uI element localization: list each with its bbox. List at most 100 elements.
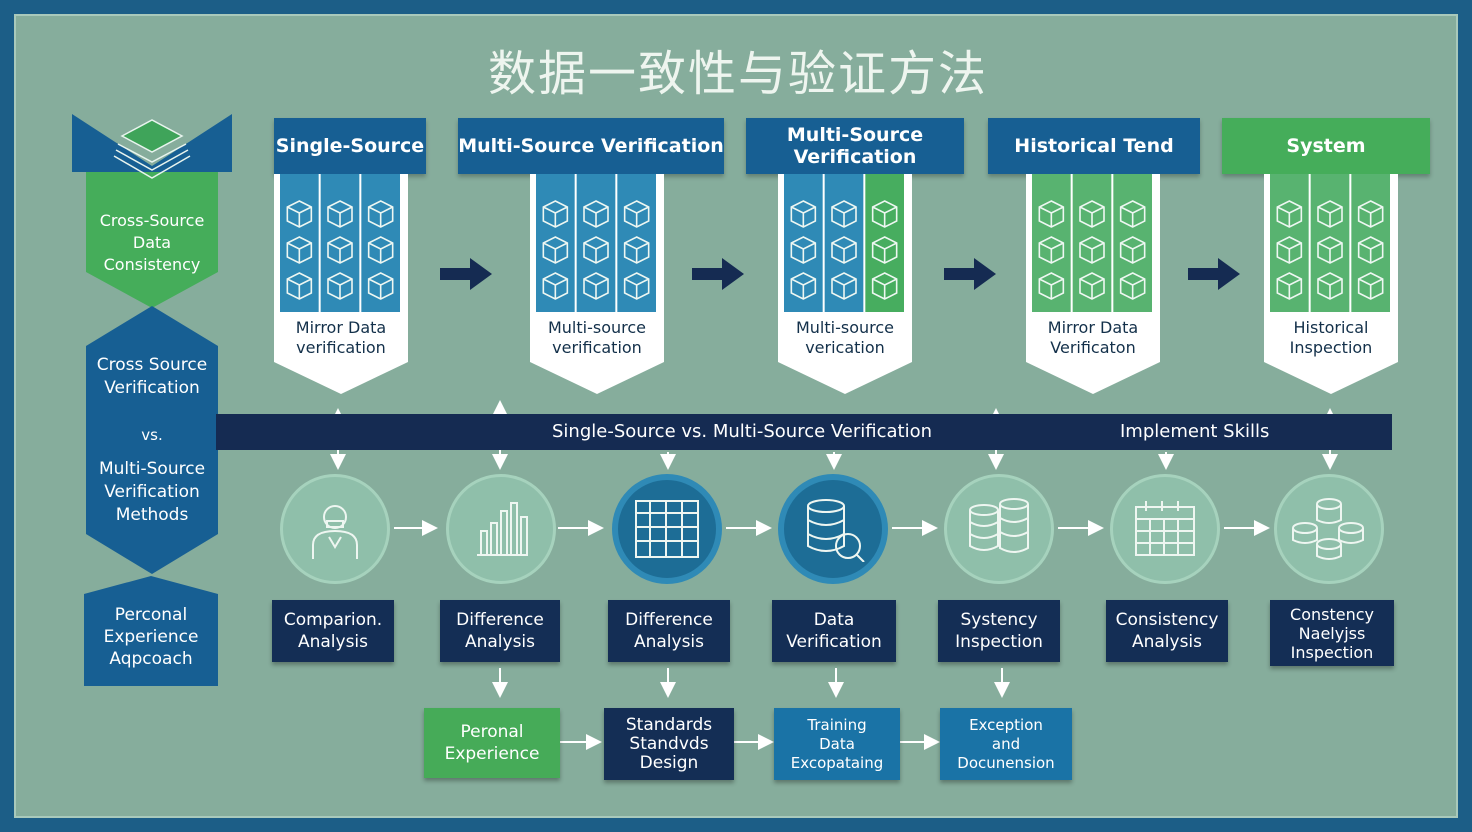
card-label: Historical Inspection (1289, 318, 1373, 357)
left-hexagon: Cross Source Verification vs. Multi-Sour… (86, 306, 218, 574)
card-mirror-data-verification: Mirror Data verification (274, 174, 408, 394)
card-multi-source-verification: Multi-source verification (530, 174, 664, 394)
card-historical-inspection: Historical Inspection (1264, 174, 1398, 394)
data-cube-icon (327, 236, 353, 264)
process-label-4: Data Verification (772, 600, 896, 662)
data-cube-icon (1119, 200, 1146, 228)
card-label: Multi-source verication (795, 318, 894, 357)
data-cube-icon (542, 236, 569, 264)
bottom-box-training-data: Training Data Excopataing (774, 708, 900, 780)
data-cube-icon (1119, 236, 1146, 264)
bottom-box-exception-documentation: Exception and Docunension (940, 708, 1072, 780)
data-cube-icon (1317, 272, 1343, 300)
data-cube-icon (1119, 272, 1146, 300)
data-cube-icon (623, 236, 650, 264)
process-label-6: Consistency Analysis (1106, 600, 1228, 662)
bar-right-text: Implement Skills (1120, 421, 1270, 442)
header-multi-source-1: Multi-Source Verification (458, 118, 724, 174)
process-label-5: Systency Inspection (938, 600, 1060, 662)
card-shape (274, 174, 408, 394)
calendar-icon (1135, 501, 1195, 556)
connector-layer (330, 258, 1338, 750)
diagram-canvas: 数据一致性与验证方法 (14, 14, 1458, 818)
bar-chart-icon (477, 502, 528, 556)
card-shape (1264, 174, 1398, 394)
header-multi-source-2: Multi-Source Verification (746, 118, 964, 174)
header-system: System (1222, 118, 1430, 174)
data-cube-icon (286, 200, 313, 228)
data-cube-icon (583, 200, 609, 228)
data-cube-icon (542, 272, 569, 300)
process-circle-3 (612, 474, 722, 584)
data-cube-icon (367, 200, 394, 228)
process-label-2: Difference Analysis (440, 600, 560, 662)
card-shape (530, 174, 664, 394)
left-hexagon-line2: Multi-Source Verification Methods (98, 459, 206, 525)
header-historical-tend: Historical Tend (988, 118, 1200, 174)
data-cube-icon (790, 236, 817, 264)
bottom-box-standards-design: Standards Standvds Design (604, 708, 734, 780)
left-badge-bottom-label: Perconal Experience Aqpcoach (103, 605, 199, 669)
person-icon (312, 505, 358, 559)
flow-arrow-icon (1188, 258, 1240, 290)
data-cube-icon (1079, 200, 1105, 228)
data-cube-icon (327, 272, 353, 300)
card-label: Mirror Data verification (295, 318, 387, 357)
left-hexagon-line1: Cross Source Verification (96, 355, 208, 398)
data-cube-icon (1038, 200, 1065, 228)
process-circle-5 (944, 474, 1054, 584)
data-cube-icon (1079, 236, 1105, 264)
data-cube-icon (1038, 272, 1065, 300)
card-mirror-data-verificaton: Mirror Data Verificaton (1026, 174, 1160, 394)
data-cube-icon (1317, 200, 1343, 228)
data-cube-icon (367, 272, 394, 300)
table-grid-icon (635, 500, 699, 558)
data-cube-icon (790, 200, 817, 228)
data-cube-icon (790, 272, 817, 300)
card-multi-source-verication: Multi-source verication (778, 174, 912, 394)
left-badge-bottom: Perconal Experience Aqpcoach (84, 576, 218, 686)
comparison-bar: Single-Source vs. Multi-Source Verificat… (216, 414, 1392, 450)
database-stack-icon (969, 498, 1029, 553)
page-title: 数据一致性与验证方法 (487, 46, 988, 102)
data-cube-icon (623, 200, 650, 228)
process-label-3: Difference Analysis (608, 600, 730, 662)
data-cube-icon (583, 236, 609, 264)
process-circle-1 (280, 474, 390, 584)
data-cube-icon (367, 236, 394, 264)
data-cube-icon (583, 272, 609, 300)
left-badge-top-label: Cross-Source Data Consistency (99, 211, 205, 274)
data-cube-icon (286, 236, 313, 264)
card-shape (1026, 174, 1160, 394)
data-cube-icon (1357, 272, 1384, 300)
data-cube-icon (1357, 200, 1384, 228)
process-label-7: Constency Naelyjss Inspection (1270, 600, 1394, 666)
layers-icon (113, 119, 191, 179)
card-label: Multi-source verification (547, 318, 646, 357)
data-cube-icon (1079, 272, 1105, 300)
process-label-1: Comparion. Analysis (272, 600, 394, 662)
process-circle-7 (1274, 474, 1384, 584)
data-cube-icon (1317, 236, 1343, 264)
data-cube-icon (1276, 200, 1303, 228)
data-cube-icon (831, 200, 857, 228)
flow-arrow-icon (440, 258, 492, 290)
flow-arrow-icon (944, 258, 996, 290)
flow-arrow-icon (692, 258, 744, 290)
data-cube-icon (831, 272, 857, 300)
coins-stack-icon (1292, 498, 1364, 560)
data-cube-icon (1357, 236, 1384, 264)
process-circle-2 (446, 474, 556, 584)
data-cube-icon (623, 272, 650, 300)
data-cube-icon (286, 272, 313, 300)
data-cube-icon (871, 236, 898, 264)
data-cube-icon (871, 200, 898, 228)
header-single-source: Single-Source (274, 118, 426, 174)
data-cube-icon (327, 200, 353, 228)
bottom-box-personal-experience: Peronal Experience (424, 708, 560, 778)
bar-left-text: Single-Source vs. Multi-Source Verificat… (552, 421, 933, 442)
process-circle-6 (1110, 474, 1220, 584)
left-hexagon-vs: vs. (141, 426, 163, 444)
left-badge-top: Cross-Source Data Consistency (72, 114, 232, 310)
data-cube-icon (871, 272, 898, 300)
